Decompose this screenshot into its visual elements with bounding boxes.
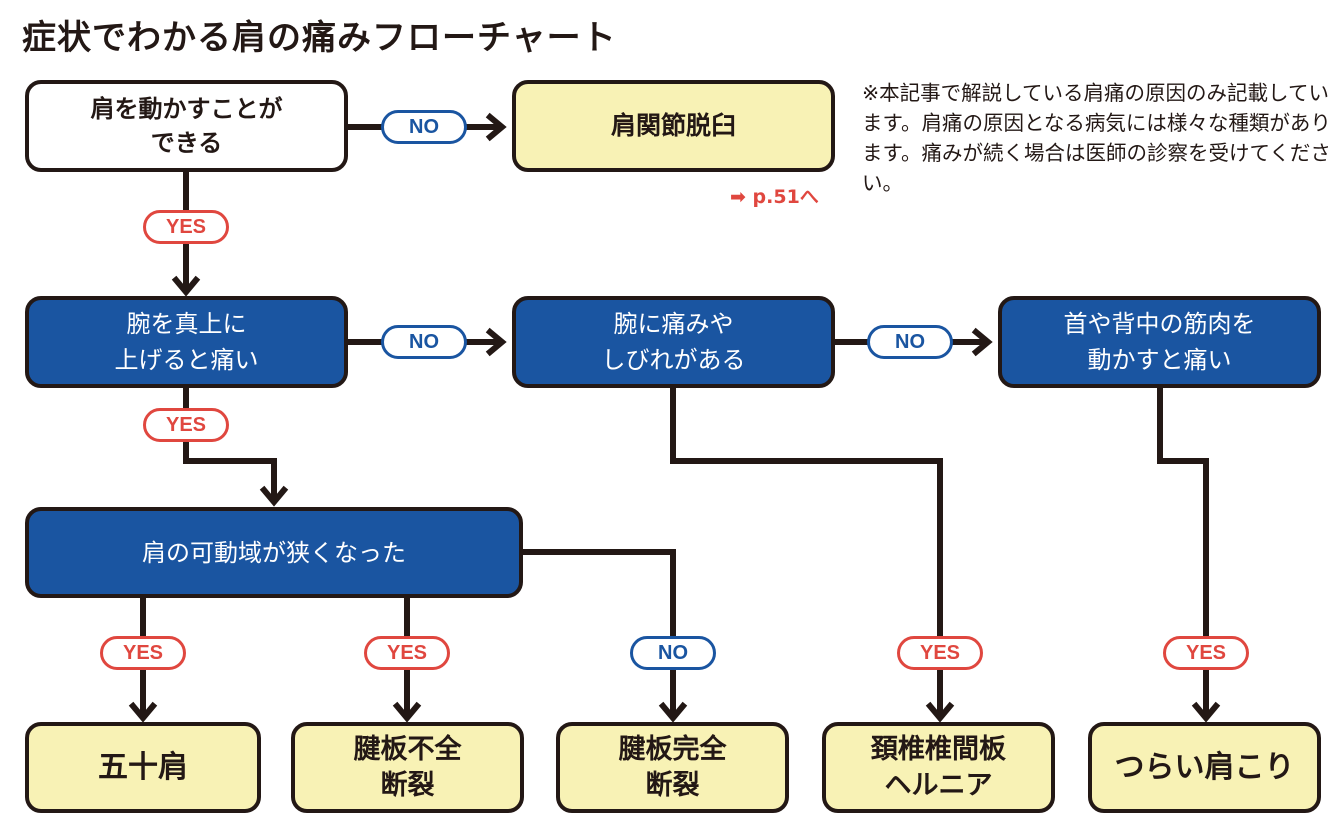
no-label: NO (867, 325, 953, 359)
page-title: 症状でわかる肩の痛みフローチャート (22, 18, 617, 58)
connector-q3-yes (670, 388, 943, 716)
result-full-rotator-cuff-tear: 腱板完全 断裂 (556, 722, 789, 813)
result-partial-rotator-cuff-tear: 腱板不全 断裂 (291, 722, 524, 813)
arrowhead-down (171, 275, 201, 297)
page-reference-link[interactable]: ➡ p.51へ (730, 186, 819, 208)
yes-label: YES (897, 636, 983, 670)
connector-q2-yes (183, 388, 277, 500)
arrowhead-down (925, 701, 955, 723)
question-range-of-motion-reduced: 肩の可動域が狭くなった (25, 507, 523, 598)
arrowhead-down (658, 701, 688, 723)
result-cervical-disc-hernia: 頚椎椎間板 ヘルニア (822, 722, 1055, 813)
arrowhead-right (485, 327, 507, 357)
yes-label: YES (143, 408, 229, 442)
no-label: NO (381, 110, 467, 144)
result-shoulder-dislocation: 肩関節脱臼 (512, 80, 835, 172)
question-arm-pain-numbness: 腕に痛みや しびれがある (512, 296, 835, 388)
disclaimer-note: ※本記事で解説している肩痛の原因のみ記載しています。肩痛の原因となる病気には様々… (862, 81, 1331, 195)
question-can-move-shoulder: 肩を動かすことが できる (25, 80, 348, 172)
arrowhead-right (971, 327, 993, 357)
no-label: NO (381, 325, 467, 359)
yes-label: YES (1163, 636, 1249, 670)
connector-q5-no (523, 549, 676, 716)
arrowhead-down (259, 485, 289, 507)
question-arm-raise-pain: 腕を真上に 上げると痛い (25, 296, 348, 388)
yes-label: YES (100, 636, 186, 670)
arrowhead-down (1191, 701, 1221, 723)
connector-q4-yes (1157, 388, 1209, 716)
no-label: NO (630, 636, 716, 670)
arrowhead-right (485, 112, 507, 142)
arrowhead-down (392, 701, 422, 723)
result-frozen-shoulder: 五十肩 (25, 722, 261, 813)
yes-label: YES (364, 636, 450, 670)
result-stiff-shoulders: つらい肩こり (1088, 722, 1321, 813)
yes-label: YES (143, 210, 229, 244)
arrowhead-down (128, 701, 158, 723)
question-neck-back-muscle-pain: 首や背中の筋肉を 動かすと痛い (998, 296, 1321, 388)
